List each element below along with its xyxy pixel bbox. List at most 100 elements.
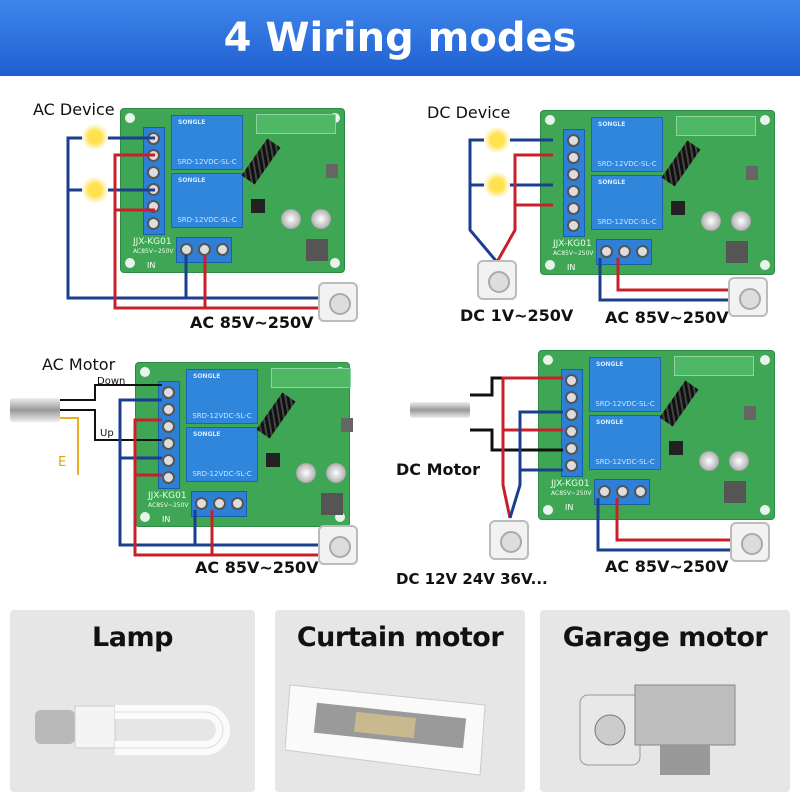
bulb-icon bbox=[82, 177, 108, 203]
terminal-screw[interactable] bbox=[567, 202, 580, 215]
terminal-screw[interactable] bbox=[567, 151, 580, 164]
terminal-screw[interactable] bbox=[567, 219, 580, 232]
input-label: IN bbox=[147, 261, 156, 270]
bulb-icon bbox=[82, 124, 108, 150]
capacitor bbox=[729, 451, 749, 471]
bulb-icon bbox=[484, 127, 510, 153]
relay-model: SRD-12VDC-SL-C bbox=[177, 158, 237, 166]
power-plug-icon bbox=[318, 525, 358, 565]
supply-label: AC 85V~250V bbox=[605, 308, 729, 327]
dc-motor-icon bbox=[410, 402, 470, 418]
power-plug-icon bbox=[730, 522, 770, 562]
terminal-screw[interactable] bbox=[567, 168, 580, 181]
capacitor bbox=[699, 451, 719, 471]
down-label: Down bbox=[97, 376, 126, 387]
power-terminal-block bbox=[596, 239, 652, 265]
capacitor bbox=[296, 463, 316, 483]
push-button[interactable] bbox=[326, 164, 338, 178]
terminal-screw[interactable] bbox=[565, 408, 578, 421]
board-model: JJX-KG01 bbox=[133, 237, 172, 247]
wires-ac-device bbox=[66, 136, 320, 310]
inductor bbox=[306, 239, 328, 261]
terminal-screw[interactable] bbox=[195, 497, 208, 510]
terminal-screw[interactable] bbox=[598, 485, 611, 498]
terminal-screw[interactable] bbox=[231, 497, 244, 510]
terminal-screw[interactable] bbox=[634, 485, 647, 498]
terminal-screw[interactable] bbox=[162, 420, 175, 433]
dc-power-plug-icon bbox=[489, 520, 529, 560]
relay-model: SRD-12VDC-SL-C bbox=[597, 160, 657, 168]
push-button[interactable] bbox=[341, 418, 353, 432]
relay-brand: SONGLE bbox=[596, 419, 624, 426]
page-title: 4 Wiring modes bbox=[223, 15, 577, 61]
board-model: JJX-KG01 bbox=[551, 479, 590, 489]
terminal-screw[interactable] bbox=[618, 245, 631, 258]
output-terminal-block bbox=[158, 381, 180, 489]
board-voltage-rating: AC85V~250V bbox=[133, 248, 174, 255]
output-terminal-block bbox=[563, 129, 585, 237]
panel-title-dc-motor: DC Motor bbox=[396, 460, 481, 479]
terminal-screw[interactable] bbox=[567, 134, 580, 147]
wires-dc-motor bbox=[470, 376, 730, 552]
terminal-screw[interactable] bbox=[162, 403, 175, 416]
board-voltage-rating: AC85V~250V bbox=[551, 490, 592, 497]
mount-hole bbox=[335, 512, 345, 522]
supply-label: AC 85V~250V bbox=[605, 557, 729, 576]
application-card-lamp: Lamp bbox=[10, 610, 255, 792]
push-button[interactable] bbox=[746, 166, 758, 180]
terminal-screw[interactable] bbox=[162, 437, 175, 450]
terminal-screw[interactable] bbox=[213, 497, 226, 510]
capacitor bbox=[281, 209, 301, 229]
terminal-screw[interactable] bbox=[616, 485, 629, 498]
terminal-screw[interactable] bbox=[565, 391, 578, 404]
push-button[interactable] bbox=[744, 406, 756, 420]
dc-supply-label: DC 12V 24V 36V... bbox=[396, 570, 548, 588]
relay-model: SRD-12VDC-SL-C bbox=[192, 412, 252, 420]
power-plug-icon bbox=[728, 277, 768, 317]
terminal-screw[interactable] bbox=[162, 386, 175, 399]
chip bbox=[669, 441, 683, 455]
panel-title-dc-device: DC Device bbox=[427, 103, 511, 122]
input-label: IN bbox=[567, 263, 576, 272]
input-label: IN bbox=[162, 515, 171, 524]
panel-title-ac-device: AC Device bbox=[33, 100, 115, 119]
terminal-screw[interactable] bbox=[565, 425, 578, 438]
terminal-screw[interactable] bbox=[600, 245, 613, 258]
terminal-screw[interactable] bbox=[162, 454, 175, 467]
mount-hole bbox=[760, 115, 770, 125]
wires-dc-device bbox=[468, 138, 730, 302]
dc-power-plug-icon bbox=[477, 260, 517, 300]
capacitor bbox=[731, 211, 751, 231]
up-label: Up bbox=[100, 428, 114, 439]
mount-hole bbox=[760, 260, 770, 270]
supply-label: AC 85V~250V bbox=[190, 313, 314, 332]
mount-hole bbox=[330, 258, 340, 268]
bulb-icon bbox=[484, 172, 510, 198]
mount-hole bbox=[760, 355, 770, 365]
terminal-screw[interactable] bbox=[147, 217, 160, 230]
terminal-screw[interactable] bbox=[567, 185, 580, 198]
card-title: Garage motor bbox=[562, 622, 768, 653]
relay-model: SRD-12VDC-SL-C bbox=[192, 470, 252, 478]
chip bbox=[266, 453, 280, 467]
power-plug-icon bbox=[318, 282, 358, 322]
terminal-screw[interactable] bbox=[565, 374, 578, 387]
terminal-screw[interactable] bbox=[147, 166, 160, 179]
relay-model: SRD-12VDC-SL-C bbox=[177, 216, 237, 224]
terminal-screw[interactable] bbox=[162, 471, 175, 484]
relay-model: SRD-12VDC-SL-C bbox=[595, 400, 655, 408]
terminal-screw[interactable] bbox=[565, 459, 578, 472]
terminal-screw[interactable] bbox=[216, 243, 229, 256]
terminal-screw[interactable] bbox=[636, 245, 649, 258]
relay-brand: SONGLE bbox=[178, 119, 206, 126]
ac-motor-icon bbox=[10, 398, 60, 422]
relay-model: SRD-12VDC-SL-C bbox=[595, 458, 655, 466]
terminal-screw[interactable] bbox=[565, 442, 578, 455]
mount-hole bbox=[543, 505, 553, 515]
